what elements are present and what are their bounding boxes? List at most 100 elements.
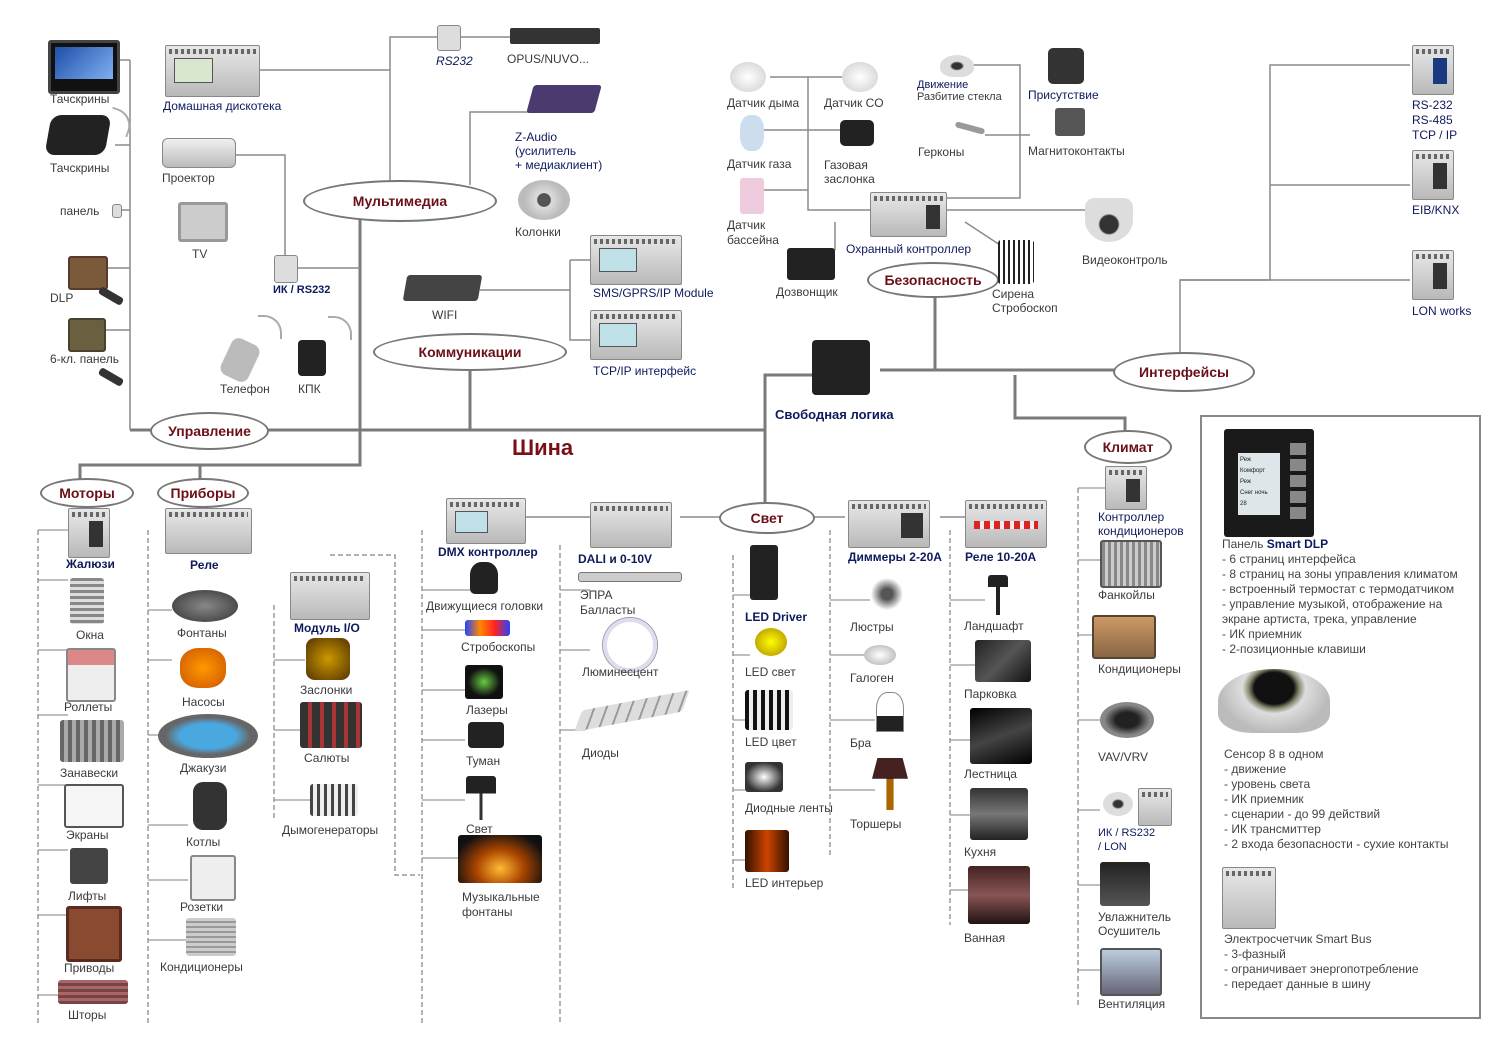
dimmers-item: Бра — [850, 736, 872, 750]
landscape-icon — [988, 575, 1008, 615]
meter-feature: - ограничивает энергопотребление — [1224, 962, 1419, 976]
dmx-item: Туман — [466, 754, 501, 768]
led-item: Диодные ленты — [745, 801, 833, 815]
led-interior-icon — [745, 830, 789, 872]
bus-to-logic — [763, 373, 815, 430]
hub-communications[interactable]: Коммуникации — [373, 333, 567, 371]
climate-ir-module — [1138, 788, 1172, 826]
touchscreen-icon — [48, 40, 120, 94]
smoke-label: Датчик дыма — [727, 96, 800, 110]
parking-icon — [975, 640, 1031, 682]
strobe-icon — [465, 620, 510, 636]
video-label: Видеоконтроль — [1082, 253, 1168, 267]
meter-feature: - передает данные в шину — [1224, 977, 1371, 991]
bathroom-icon — [968, 866, 1030, 924]
motors-item: Роллеты — [64, 700, 113, 714]
dlp-feature: - встроенный термостат с термодатчиком — [1222, 582, 1455, 596]
control-item: DLP — [50, 291, 74, 305]
motion-label: Движение — [917, 79, 969, 91]
led-light-icon — [755, 628, 787, 656]
zaudio-label: + медиаклиент) — [515, 158, 603, 172]
siren-label: Стробоскоп — [992, 301, 1058, 315]
ir-rs232-label: ИК / RS232 — [273, 284, 331, 296]
motors-item: Экраны — [66, 828, 109, 842]
jacuzzi-icon — [158, 714, 258, 758]
io-head-label: Модуль I/O — [294, 621, 360, 635]
control-item: Тачскрины — [50, 161, 110, 175]
hub-interfaces[interactable]: Интерфейсы — [1113, 352, 1255, 392]
motors-head-label: Жалюзи — [66, 557, 115, 571]
dmx-item: Движущиеся головки — [426, 599, 544, 613]
sensor-title: Сенсор 8 в одном — [1224, 747, 1324, 761]
info-panel: Реж Комфорт Реж Снег ночь 28 Панель Smar… — [1200, 415, 1481, 1019]
six-key-panel-icon — [68, 318, 106, 352]
dimmers-item: Люстры — [850, 620, 894, 634]
dialer-label: Дозвонщик — [776, 285, 838, 299]
home-disco-label: Домашная дискотека — [163, 99, 282, 113]
socket-icon — [190, 855, 236, 901]
dlp-feature: - 8 страниц на зоны управления климатом — [1222, 567, 1458, 581]
vav-icon — [1100, 702, 1154, 738]
windows-icon — [70, 578, 104, 624]
hub-light[interactable]: Свет — [719, 502, 815, 534]
screens-icon — [64, 784, 124, 828]
hub-control[interactable]: Управление — [150, 412, 269, 450]
ac-controller-module — [1105, 466, 1147, 510]
co-sensor-icon — [842, 62, 878, 92]
hub-climate[interactable]: Климат — [1084, 430, 1172, 464]
led-strip-icon — [745, 762, 783, 792]
meter-title: Электросчетчик Smart Bus — [1224, 932, 1372, 946]
video-camera-icon — [1085, 198, 1133, 242]
dali-item: Диоды — [582, 746, 619, 760]
gas-valve-label: заслонка — [824, 172, 875, 186]
sensor-feature: - сценарии - до 99 действий — [1224, 807, 1381, 821]
ventilation-icon — [1100, 948, 1162, 996]
kitchen-icon — [970, 788, 1028, 840]
drives-icon — [66, 906, 122, 962]
home-disco-module — [165, 45, 260, 97]
dlp-title: Панель Smart DLP — [1222, 537, 1329, 551]
fountain-icon — [172, 590, 238, 622]
gas-label: Датчик газа — [727, 157, 792, 171]
io-item: Салюты — [304, 751, 350, 765]
hub-multimedia[interactable]: Мультимедиа — [303, 180, 497, 222]
io-module — [290, 572, 370, 620]
projector-label: Проектор — [162, 171, 215, 185]
tabletop-touchscreen-icon — [44, 115, 112, 155]
io-item: Дымогенераторы — [282, 823, 379, 837]
chandelier-icon — [868, 575, 906, 613]
appliances-head-label: Реле — [190, 558, 219, 572]
phone-label: Телефон — [220, 382, 270, 396]
presence-sensor-icon — [1048, 48, 1084, 84]
hub-security[interactable]: Безопасность — [867, 262, 999, 298]
magnetic-contact-icon — [1055, 108, 1085, 136]
appliances-item: Фонтаны — [177, 626, 227, 640]
relay-item: Ванная — [964, 931, 1006, 945]
dimmers-item: Галоген — [850, 671, 894, 685]
magnetic-label: Магнитоконтакты — [1028, 144, 1125, 158]
motors-item: Занавески — [60, 766, 119, 780]
appliances-item: Котлы — [186, 835, 221, 849]
motion-sensor-icon — [940, 55, 974, 77]
dlp-feature: - управление музыкой, отображение на — [1222, 597, 1443, 611]
logic-to-climate — [1013, 375, 1127, 432]
hub-motors[interactable]: Моторы — [40, 478, 134, 508]
dmx-item: Свет — [466, 822, 493, 836]
central-controller[interactable] — [812, 340, 870, 395]
appliances-item: Кондиционеры — [160, 960, 243, 974]
ballast-icon — [578, 572, 682, 582]
wifi-label: WIFI — [432, 308, 458, 322]
dmx-head-label: DMX контроллер — [438, 545, 538, 559]
hub-appliances[interactable]: Приборы — [157, 478, 249, 508]
central-logic-label: Свободная логика — [775, 407, 894, 422]
stairs-icon — [970, 708, 1032, 764]
climate-ir-label: / LON — [1098, 841, 1127, 853]
projector-icon — [162, 138, 236, 168]
tv-icon — [178, 202, 228, 242]
laser-icon — [465, 665, 503, 699]
sensor-feature: - движение — [1224, 762, 1287, 776]
pool-sensor-icon — [740, 178, 764, 214]
zaudio-label: (усилитель — [515, 144, 577, 158]
shades-icon — [58, 980, 128, 1004]
gas-valve-label: Газовая — [824, 158, 868, 172]
